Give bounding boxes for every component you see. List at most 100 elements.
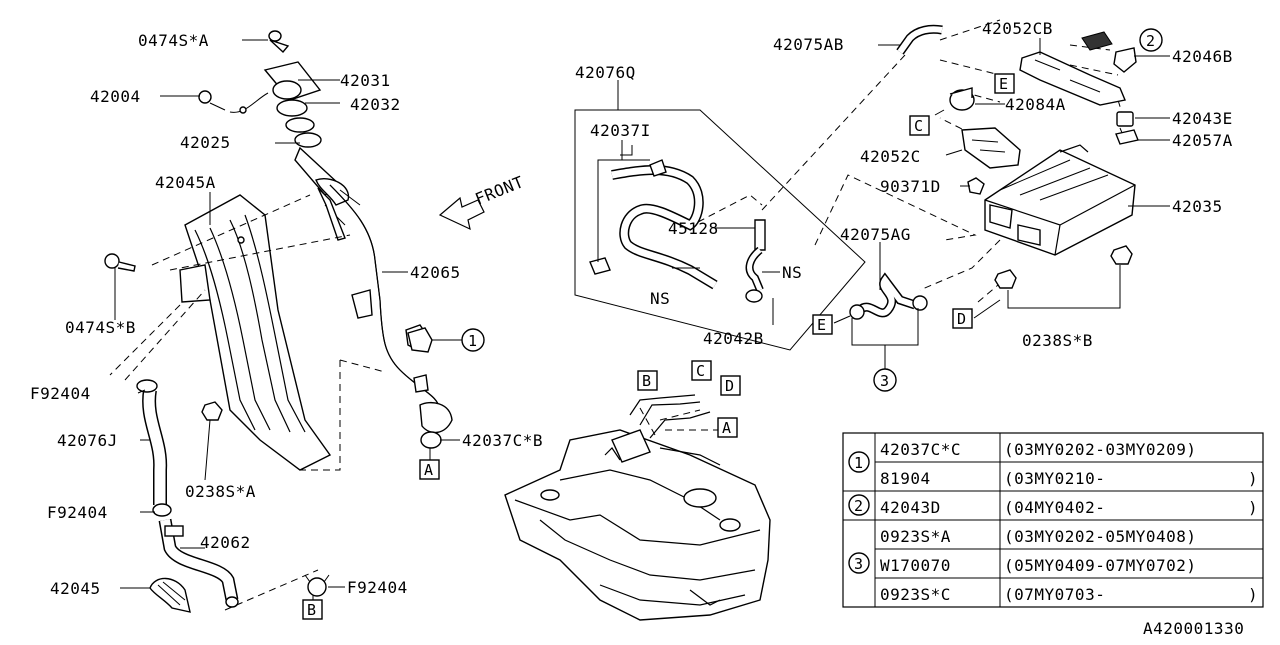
- hose-42076j: [136, 379, 172, 517]
- table-group-3: 3 0923S*A (03MY0202-05MY0408) W170070 (0…: [848, 527, 1258, 604]
- callout-2: 2: [1139, 28, 1163, 52]
- ref-box-a-right: A: [717, 417, 738, 438]
- svg-text:C: C: [696, 362, 705, 380]
- label-42045: 42045: [50, 579, 101, 598]
- label-42062: 42062: [200, 533, 251, 552]
- ref-box-b-bottom: B: [302, 599, 323, 620]
- svg-text:A: A: [722, 419, 731, 437]
- valve-42084a: [934, 87, 975, 116]
- dashed-leader-lines: [109, 19, 1126, 611]
- table-group-1: 1 42037C*C (03MY0202-03MY0209) 81904 (03…: [848, 440, 1258, 488]
- label-42065: 42065: [410, 263, 461, 282]
- cushion-item-2: [1081, 31, 1113, 51]
- table-cell-period: (03MY0202-05MY0408): [1004, 527, 1197, 546]
- svg-text:D: D: [725, 377, 734, 395]
- vent-hose-42075ab: [896, 24, 943, 55]
- table-cell-period: (04MY0402-: [1004, 498, 1105, 517]
- label-42052cb: 42052CB: [982, 19, 1053, 38]
- grommet-90371d: [967, 177, 985, 195]
- label-42025: 42025: [180, 133, 231, 152]
- table-cell-end: ): [1248, 585, 1258, 604]
- table-cell-end: ): [1248, 498, 1258, 517]
- label-f92404-top: F92404: [30, 384, 91, 403]
- svg-text:1: 1: [854, 454, 863, 472]
- table-cell-part: 42037C*C: [880, 440, 961, 459]
- callout-1: 1: [461, 328, 485, 352]
- label-ns-left: NS: [650, 289, 670, 308]
- svg-text:E: E: [817, 316, 826, 334]
- label-42032: 42032: [350, 95, 401, 114]
- ref-box-a-left: A: [419, 459, 440, 480]
- label-45128: 45128: [668, 219, 719, 238]
- bolt-0474s-b: [104, 253, 136, 272]
- svg-text:B: B: [642, 372, 651, 390]
- table-cell-part: 0923S*A: [880, 527, 951, 546]
- fuel-tank: [504, 394, 771, 621]
- table-cell-period: (05MY0409-07MY0702): [1004, 556, 1197, 575]
- svg-text:E: E: [999, 75, 1008, 93]
- svg-text:C: C: [914, 117, 923, 135]
- clip-42057a: [1115, 129, 1139, 145]
- svg-text:3: 3: [880, 372, 889, 390]
- table-cell-end: ): [1248, 469, 1258, 488]
- nut-0238s-a: [201, 401, 223, 421]
- label-42004: 42004: [90, 87, 141, 106]
- svg-text:3: 3: [854, 555, 863, 573]
- filler-cap-assembly: [198, 30, 350, 206]
- ref-box-e-left: E: [812, 314, 833, 335]
- applicability-table: 1 42037C*C (03MY0202-03MY0209) 81904 (03…: [842, 432, 1264, 608]
- front-label: FRONT: [472, 172, 526, 209]
- table-cell-period: (07MY0703-: [1004, 585, 1105, 604]
- label-0238s-a: 0238S*A: [185, 482, 256, 501]
- clip-42046b: [1113, 47, 1137, 73]
- svg-text:2: 2: [854, 497, 863, 515]
- filler-pipe-protector: [179, 194, 332, 471]
- pipe-42062: [158, 518, 239, 608]
- ref-box-b-tank: B: [637, 370, 658, 391]
- svg-text:1: 1: [468, 332, 477, 350]
- bracket-42052c: [961, 127, 1021, 169]
- label-42057a: 42057A: [1172, 131, 1233, 150]
- svg-text:D: D: [957, 310, 966, 328]
- ref-box-e-top: E: [994, 73, 1015, 94]
- svg-text:A: A: [424, 461, 433, 479]
- label-42075ag: 42075AG: [840, 225, 911, 244]
- clamp-f92404-bottom: [304, 574, 330, 597]
- label-42043e: 42043E: [1172, 109, 1233, 128]
- cushion-42043e: [1116, 111, 1134, 127]
- reference-boxes: A A B B C C D D: [302, 73, 1015, 620]
- protector-42045: [149, 577, 191, 613]
- label-42042b: 42042B: [703, 329, 764, 348]
- table-group-2: 2 42043D (04MY0402- ): [848, 494, 1258, 517]
- nuts-0238s-b: [994, 245, 1133, 289]
- table-cell-part: W170070: [880, 556, 951, 575]
- label-42031: 42031: [340, 71, 391, 90]
- label-ns-right: NS: [782, 263, 802, 282]
- label-f92404-mid: F92404: [47, 503, 108, 522]
- label-42045a: 42045A: [155, 173, 216, 192]
- label-90371d: 90371D: [880, 177, 941, 196]
- label-0474s-a: 0474S*A: [138, 31, 209, 50]
- label-0238s-b: 0238S*B: [1022, 331, 1093, 350]
- table-cell-part: 81904: [880, 469, 931, 488]
- label-leader-lines: [114, 38, 1170, 600]
- ref-box-c-right: C: [909, 115, 930, 136]
- label-42052c: 42052C: [860, 147, 921, 166]
- label-42084a: 42084A: [1005, 95, 1066, 114]
- table-cell-period: (03MY0210-: [1004, 469, 1105, 488]
- callout-3: 3: [873, 368, 897, 392]
- label-0474s-b: 0474S*B: [65, 318, 136, 337]
- ref-box-c-tank: C: [691, 360, 712, 381]
- label-42046b: 42046B: [1172, 47, 1233, 66]
- label-42037i: 42037I: [590, 121, 651, 140]
- filler-pipe: [317, 184, 453, 449]
- vent-pipe-panel: [574, 109, 866, 351]
- table-cell-part: 0923S*C: [880, 585, 951, 604]
- clip-item-1: [407, 327, 433, 353]
- svg-text:2: 2: [1146, 32, 1155, 50]
- part-labels: 0474S*A 42031 42004 42032 42025 42045A 0…: [30, 19, 1244, 638]
- label-42037c-b: 42037C*B: [462, 431, 543, 450]
- table-cell-part: 42043D: [880, 498, 941, 517]
